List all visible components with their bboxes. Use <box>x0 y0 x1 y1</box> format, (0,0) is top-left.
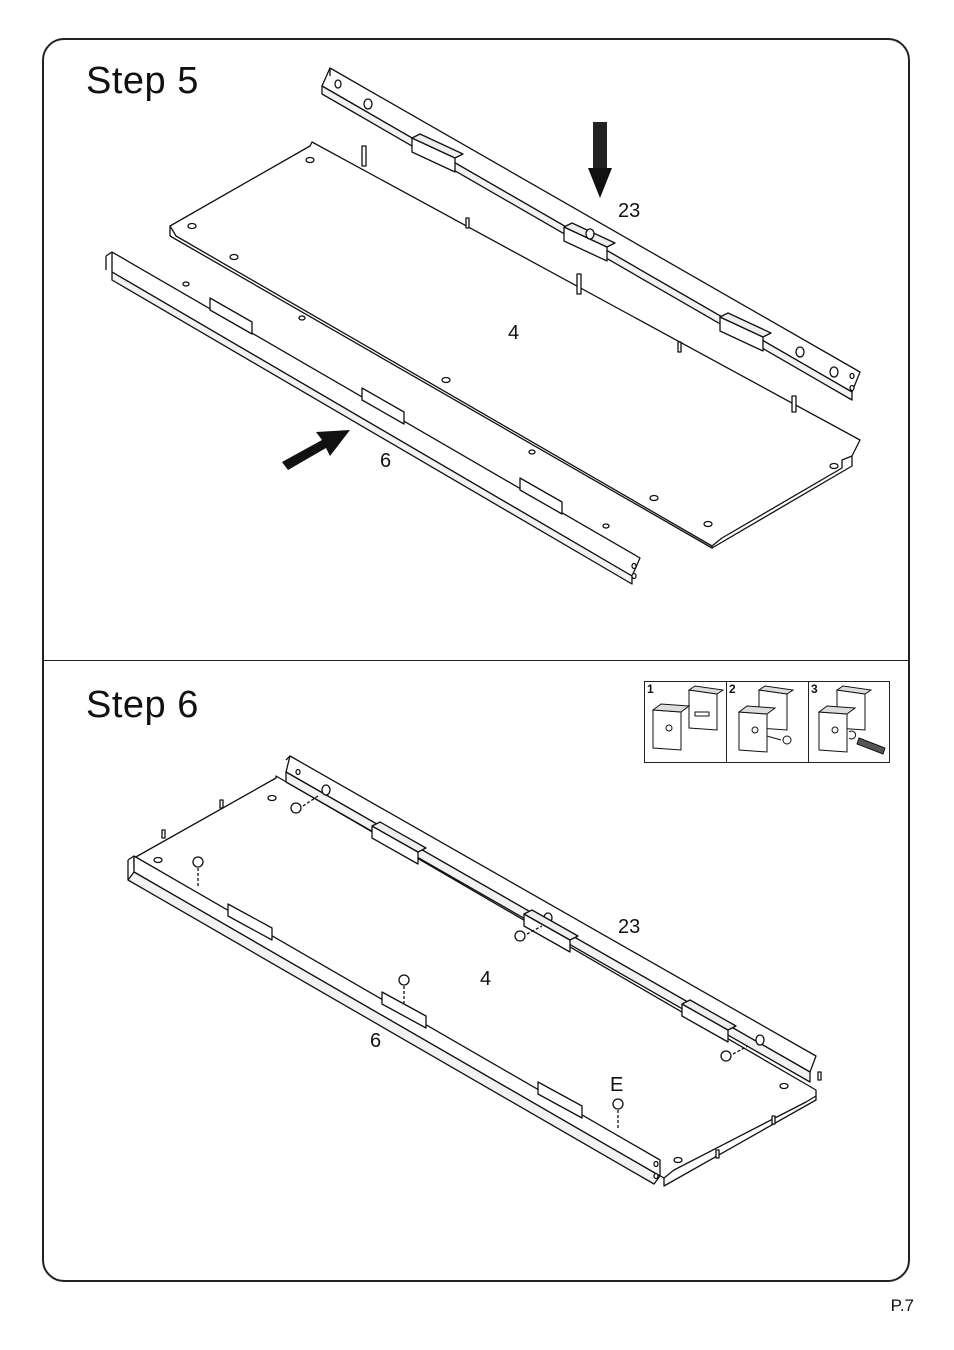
page-number: P.7 <box>891 1296 914 1316</box>
step6-label-e: E <box>610 1074 623 1097</box>
step6-panel-4 <box>134 776 821 1186</box>
step6-label-23: 23 <box>618 916 640 939</box>
step6-label-4: 4 <box>480 968 491 991</box>
step6-label-6: 6 <box>370 1030 381 1053</box>
